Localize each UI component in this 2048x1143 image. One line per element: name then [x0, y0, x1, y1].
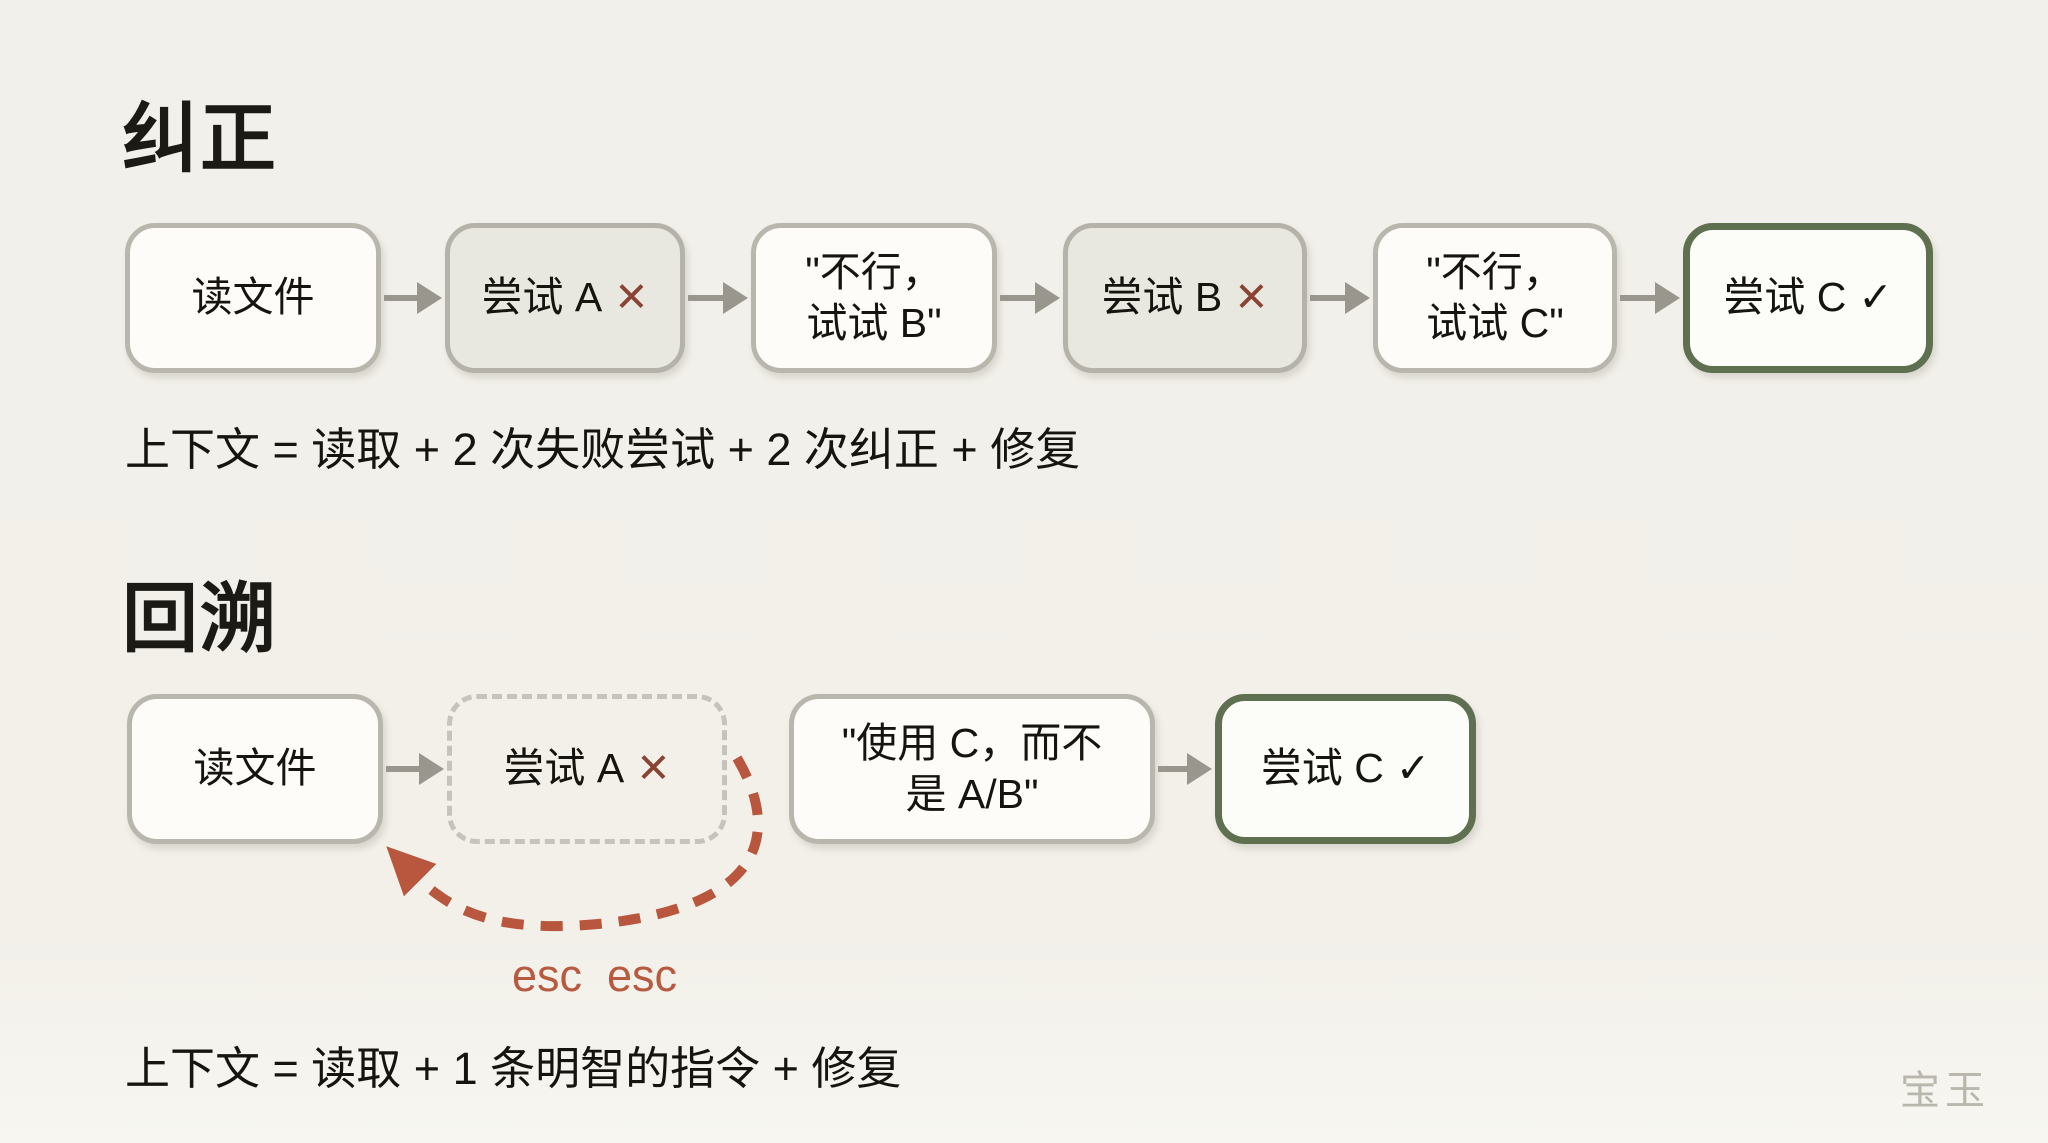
node-label: 尝试 A [481, 274, 603, 321]
flow-arrow-icon [997, 282, 1063, 314]
arrow-head [1345, 282, 1370, 314]
arrow-stem [386, 766, 419, 772]
arrow-head [1655, 282, 1680, 314]
arrow-head [417, 282, 442, 314]
correction-context-caption: 上下文 = 读取 + 2 次失败尝试 + 2 次纠正 + 修复 [125, 424, 1081, 475]
arrow-head [1187, 753, 1212, 785]
flow-arrow-icon [1617, 282, 1683, 314]
node-label-line2: 试试 B" [806, 300, 942, 346]
node-label-line1: "使用 C，而不 [841, 719, 1103, 766]
fail-x-icon: ✕ [614, 274, 649, 321]
flow-arrow-icon [381, 282, 445, 314]
flow-arrow-icon [685, 282, 751, 314]
flow-arrow-icon [1307, 282, 1373, 314]
correction-flow-row: 读文件 尝试 A ✕ "不行， 试试 B" 尝试 B ✕ [125, 223, 1933, 373]
node-try-a-fail: 尝试 A ✕ [445, 223, 685, 373]
node-label: "不行， 试试 B" [805, 247, 943, 350]
flow-arrow-icon [383, 753, 447, 785]
node-prompt-try-b: "不行， 试试 B" [751, 223, 997, 373]
arrow-stem [1158, 766, 1187, 772]
node-label: 尝试 B [1101, 274, 1223, 321]
fail-x-icon: ✕ [636, 745, 671, 792]
watermark-baoyu: 宝玉 [1900, 1069, 1990, 1113]
node-label: 尝试 C [1723, 274, 1847, 321]
arrow-stem [1000, 295, 1035, 301]
node-label-line1: "不行， [1426, 248, 1564, 295]
arrow-stem [688, 295, 723, 301]
node-label-line2: 试试 C" [1426, 300, 1564, 346]
success-check-icon: ✓ [1858, 274, 1893, 321]
node-read-file: 读文件 [125, 223, 381, 373]
node-label: "不行， 试试 C" [1426, 247, 1564, 350]
node-prompt-use-c: "使用 C，而不 是 A/B" [789, 694, 1155, 844]
node-label: 读文件 [191, 274, 315, 321]
node-label-line1: "不行， [805, 248, 943, 295]
node-try-b-fail: 尝试 B ✕ [1063, 223, 1307, 373]
arrow-head [419, 753, 444, 785]
arrow-head [723, 282, 748, 314]
node-prompt-try-c: "不行， 试试 C" [1373, 223, 1617, 373]
backtrack-context-caption: 上下文 = 读取 + 1 条明智的指令 + 修复 [125, 1043, 902, 1094]
arrow-head [1035, 282, 1060, 314]
arrow-stem [384, 295, 417, 301]
node-label: 读文件 [193, 745, 317, 792]
section-title-backtrack: 回溯 [122, 577, 278, 662]
node-label: 尝试 A [503, 745, 625, 792]
arrow-stem [1620, 295, 1655, 301]
section-title-correction: 纠正 [122, 97, 278, 182]
success-check-icon: ✓ [1395, 745, 1431, 792]
flow-arrow-icon [1155, 753, 1215, 785]
esc-esc-label: esc esc [512, 950, 678, 1001]
node-try-a-ghost: 尝试 A ✕ [447, 694, 727, 844]
node-label: 尝试 C [1260, 745, 1384, 792]
arrow-stem [1310, 295, 1345, 301]
node-try-c-success: 尝试 C ✓ [1215, 694, 1476, 844]
backtrack-flow-row: 读文件 尝试 A ✕ "使用 C，而不 是 A/B" 尝试 C ✓ [127, 693, 1476, 845]
node-label-line2: 是 A/B" [905, 771, 1039, 817]
node-label: "使用 C，而不 是 A/B" [842, 718, 1103, 821]
node-try-c-success: 尝试 C ✓ [1683, 223, 1933, 373]
fail-x-icon: ✕ [1234, 274, 1269, 321]
node-read-file: 读文件 [127, 694, 383, 844]
